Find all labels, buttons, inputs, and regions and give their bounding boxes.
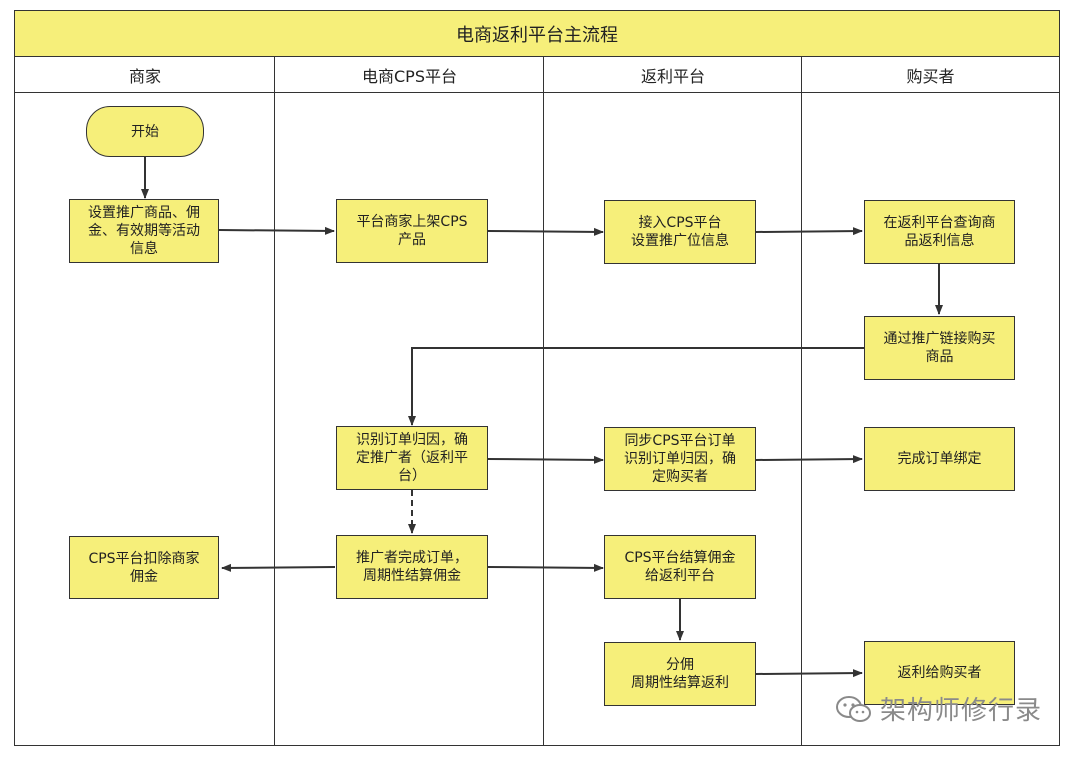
node-cps-list: 平台商家上架CPS 产品 <box>336 199 488 263</box>
lane-divider <box>274 57 275 746</box>
node-cps-complete: 推广者完成订单， 周期性结算佣金 <box>336 535 488 599</box>
node-start: 开始 <box>86 106 204 157</box>
watermark-text: 架构师修行录 <box>880 696 1043 726</box>
diagram-title: 电商返利平台主流程 <box>14 10 1060 57</box>
node-rebate-settle: CPS平台结算佣金 给返利平台 <box>604 535 756 599</box>
node-buyer-purchase: 通过推广链接购买 商品 <box>864 316 1015 380</box>
node-buyer-rebate: 返利给购买者 <box>864 641 1015 705</box>
node-rebate-access: 接入CPS平台 设置推广位信息 <box>604 200 756 264</box>
node-merchant-setup: 设置推广商品、佣 金、有效期等活动 信息 <box>69 199 219 263</box>
lane-header-cps-platform: 电商CPS平台 <box>275 57 544 93</box>
lane-header-buyer: 购买者 <box>802 57 1059 93</box>
node-rebate-split: 分佣 周期性结算返利 <box>604 642 756 706</box>
node-rebate-sync: 同步CPS平台订单 识别订单归因，确 定购买者 <box>604 427 756 491</box>
lane-header-rebate-platform: 返利平台 <box>544 57 802 93</box>
watermark: 架构师修行录 <box>834 690 1042 727</box>
wechat-icon <box>836 695 871 722</box>
node-merchant-deduct: CPS平台扣除商家 佣金 <box>69 536 219 599</box>
lane-header-merchant: 商家 <box>15 57 275 93</box>
node-buyer-bind: 完成订单绑定 <box>864 427 1015 491</box>
lane-divider <box>543 57 544 746</box>
node-buyer-query: 在返利平台查询商 品返利信息 <box>864 200 1015 264</box>
node-cps-identify: 识别订单归因，确 定推广者（返利平 台） <box>336 426 488 490</box>
lane-divider <box>801 57 802 746</box>
